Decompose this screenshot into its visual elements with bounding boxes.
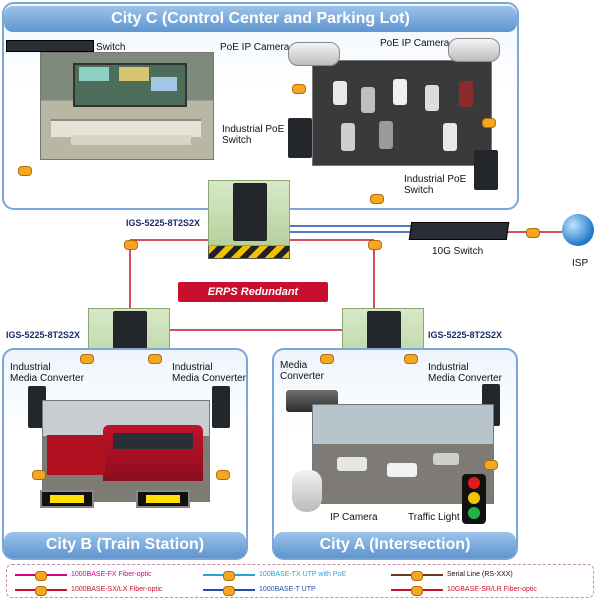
switch-label: Switch: [96, 42, 126, 53]
poe-camera-left-icon: [288, 42, 340, 66]
conn-badge: [32, 470, 46, 480]
dome-camera-icon: [292, 470, 322, 512]
conn-badge: [484, 460, 498, 470]
b-converter-left-label: Industrial Media Converter: [10, 362, 84, 384]
b-display-right: [136, 490, 190, 508]
model-top-label: IGS-5225-8T2S2X: [126, 218, 201, 228]
a-media-converter-label: Media Converter: [280, 360, 324, 382]
conn-badge: [216, 470, 230, 480]
rack-switch: [6, 40, 94, 52]
conn-badge: [320, 354, 334, 364]
poe-camera-right-icon: [448, 38, 500, 62]
city-b-title: City B (Train Station): [4, 532, 246, 558]
conn-badge: [526, 228, 540, 238]
core-switch-pedestal: [208, 180, 290, 259]
b-converter-right-label: Industrial Media Converter: [172, 362, 246, 384]
industrial-poe-switch-2: [474, 150, 498, 190]
conn-badge: [482, 118, 496, 128]
industrial-poe-switch-1-label: Industrial PoE Switch: [222, 124, 285, 146]
traffic-light-label: Traffic Light: [408, 512, 460, 523]
control-center-image: [40, 52, 214, 160]
poe-camera-left-label: PoE IP Camera: [220, 42, 290, 53]
parking-lot-image: [312, 60, 492, 166]
conn-badge: [80, 354, 94, 364]
b-converter-left-device: [28, 386, 46, 428]
train-station-image: [42, 400, 210, 502]
conn-badge: [370, 194, 384, 204]
poe-camera-right-label: PoE IP Camera: [380, 38, 450, 49]
legend: 1000BASE-FX Fiber-optic 100BASE-TX UTP w…: [6, 564, 594, 598]
b-display-left: [40, 490, 94, 508]
conn-badge: [368, 240, 382, 250]
conn-badge: [404, 354, 418, 364]
conn-badge: [124, 240, 138, 250]
isp-label: ISP: [572, 258, 589, 269]
model-right-label: IGS-5225-8T2S2X: [428, 330, 503, 340]
traffic-light-icon: [462, 474, 486, 524]
city-c-title: City C (Control Center and Parking Lot): [4, 6, 517, 32]
conn-badge: [18, 166, 32, 176]
ip-camera-label: IP Camera: [330, 512, 378, 523]
industrial-poe-switch-1: [288, 118, 312, 158]
isp-globe-icon: [562, 214, 594, 246]
model-left-label: IGS-5225-8T2S2X: [6, 330, 81, 340]
ten-g-switch: [408, 222, 510, 240]
conn-badge: [148, 354, 162, 364]
city-a-title: City A (Intersection): [274, 532, 516, 558]
erps-banner: ERPS Redundant Connection: [178, 282, 328, 318]
industrial-poe-switch-2-label: Industrial PoE Switch: [404, 174, 467, 196]
ten-g-switch-label: 10G Switch: [432, 246, 484, 257]
conn-badge: [292, 84, 306, 94]
b-converter-right-device: [212, 386, 230, 428]
a-industrial-converter-label: Industrial Media Converter: [428, 362, 502, 384]
